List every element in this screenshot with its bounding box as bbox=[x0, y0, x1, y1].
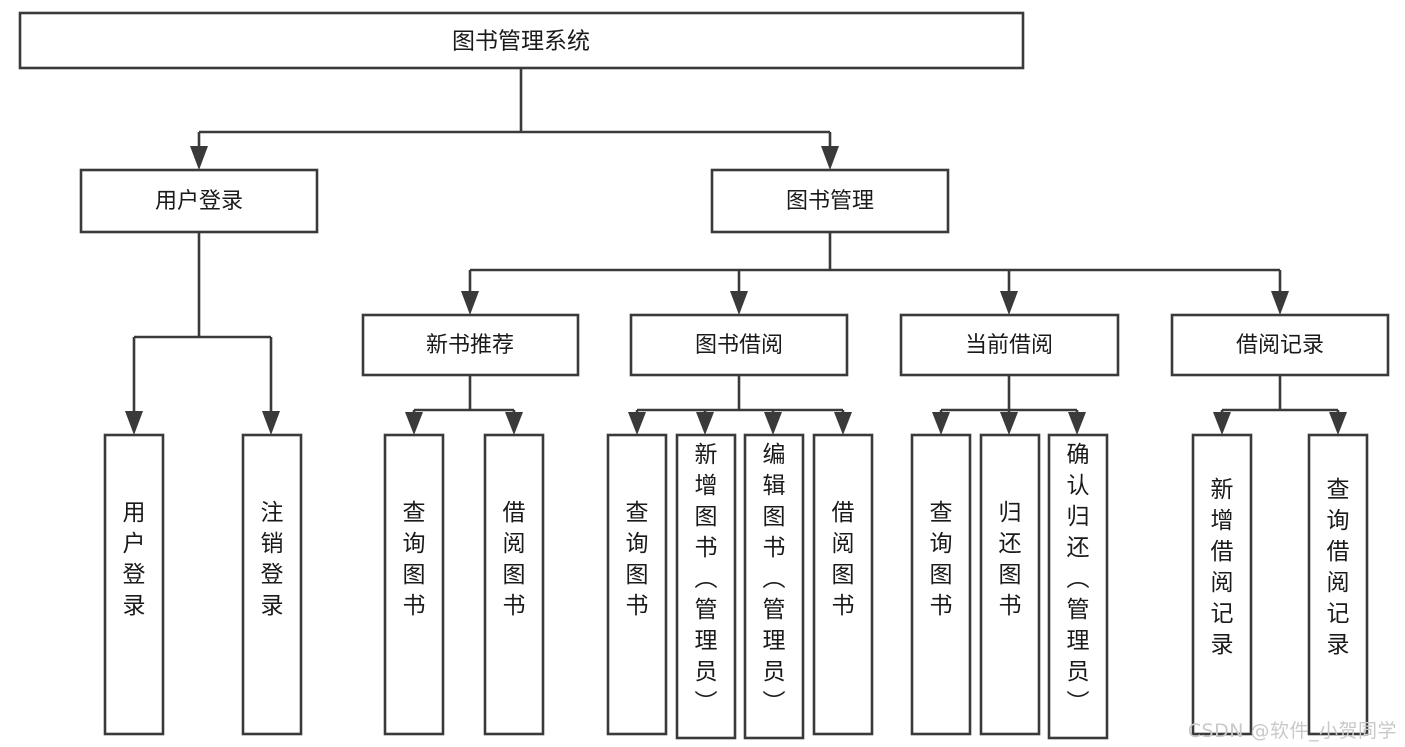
leaf-add-record-label: 新增借阅记录 bbox=[1211, 477, 1234, 658]
leaf-borrow-book-1[interactable]: 借阅图书 bbox=[483, 433, 545, 736]
node-book-borrow-box[interactable] bbox=[629, 313, 849, 377]
node-user-login-label: 用户登录 bbox=[155, 189, 243, 214]
leaf-query-book-2-box[interactable] bbox=[606, 433, 668, 736]
leaf-query-book-1-label: 查询图书 bbox=[403, 500, 426, 619]
connector-bookborrow-to-leaves bbox=[628, 375, 852, 435]
leaf-query-record-box[interactable] bbox=[1307, 433, 1369, 736]
connector-userlogin-to-leaves bbox=[125, 232, 280, 435]
node-root[interactable]: 图书管理系统 bbox=[18, 11, 1025, 70]
leaf-borrow-book-2-label: 借阅图书 bbox=[832, 500, 855, 619]
leaf-query-book-2-label: 查询图书 bbox=[626, 500, 649, 619]
leaf-edit-book-box[interactable] bbox=[743, 433, 805, 740]
leaf-confirm-return-label: 确认归还︵管理员︶ bbox=[1067, 442, 1090, 716]
leaf-query-record[interactable]: 查询借阅记录 bbox=[1307, 433, 1369, 736]
leaf-borrow-book-1-box[interactable] bbox=[483, 433, 545, 736]
connector-currentborrow-to-leaves bbox=[932, 375, 1086, 435]
leaf-logout-login[interactable]: 注销登录 bbox=[241, 433, 303, 736]
node-root-label: 图书管理系统 bbox=[452, 29, 590, 55]
connector-bookmanage-to-level3 bbox=[461, 232, 1289, 315]
connector-root-to-level2 bbox=[190, 68, 839, 170]
leaf-user-login[interactable]: 用户登录 bbox=[103, 433, 165, 736]
leaf-add-record-box[interactable] bbox=[1191, 433, 1253, 736]
leaf-query-book-1-box[interactable] bbox=[383, 433, 445, 736]
leaf-user-login-label: 用户登录 bbox=[123, 500, 146, 619]
leaf-query-book-2[interactable]: 查询图书 bbox=[606, 433, 668, 736]
leaf-add-book-box[interactable] bbox=[675, 433, 737, 740]
node-borrow-record[interactable]: 借阅记录 bbox=[1170, 313, 1390, 377]
leaf-query-book-1[interactable]: 查询图书 bbox=[383, 433, 445, 736]
leaf-add-record[interactable]: 新增借阅记录 bbox=[1191, 433, 1253, 736]
leaf-add-book-label: 新增图书︵管理员︶ bbox=[695, 442, 718, 716]
leaf-logout-login-box[interactable] bbox=[241, 433, 303, 736]
node-book-manage-label: 图书管理 bbox=[786, 189, 874, 214]
leaf-query-book-3-box[interactable] bbox=[910, 433, 972, 736]
leaf-borrow-book-2-box[interactable] bbox=[812, 433, 874, 736]
leaf-borrow-book-2[interactable]: 借阅图书 bbox=[812, 433, 874, 736]
leaf-edit-book[interactable]: 编辑图书︵管理员︶ bbox=[743, 433, 805, 740]
connector-borrowrecord-to-leaves bbox=[1213, 375, 1347, 435]
leaf-logout-login-label: 注销登录 bbox=[261, 500, 284, 619]
node-user-login-box[interactable] bbox=[79, 168, 319, 234]
node-book-borrow[interactable]: 图书借阅 bbox=[629, 313, 849, 377]
leaf-query-book-3-label: 查询图书 bbox=[930, 500, 953, 619]
node-new-book-recommend-label: 新书推荐 bbox=[426, 333, 514, 358]
node-book-manage-box[interactable] bbox=[710, 168, 950, 234]
leaf-query-book-3[interactable]: 查询图书 bbox=[910, 433, 972, 736]
leaf-borrow-book-1-label: 借阅图书 bbox=[503, 500, 526, 619]
node-book-manage[interactable]: 图书管理 bbox=[710, 168, 950, 234]
leaf-return-book-box[interactable] bbox=[979, 433, 1041, 736]
leaf-return-book-label: 归还图书 bbox=[999, 500, 1022, 619]
leaf-confirm-return-box[interactable] bbox=[1047, 433, 1109, 740]
node-borrow-record-box[interactable] bbox=[1170, 313, 1390, 377]
leaf-edit-book-label: 编辑图书︵管理员︶ bbox=[763, 442, 786, 716]
node-book-borrow-label: 图书借阅 bbox=[695, 333, 783, 358]
node-borrow-record-label: 借阅记录 bbox=[1236, 333, 1324, 358]
leaf-return-book[interactable]: 归还图书 bbox=[979, 433, 1041, 736]
node-root-box[interactable] bbox=[18, 11, 1025, 70]
node-current-borrow[interactable]: 当前借阅 bbox=[899, 313, 1120, 377]
node-user-login[interactable]: 用户登录 bbox=[79, 168, 319, 234]
connector-newbook-to-leaves bbox=[405, 375, 523, 435]
node-new-book-recommend-box[interactable] bbox=[361, 313, 580, 377]
leaf-user-login-box[interactable] bbox=[103, 433, 165, 736]
leaf-add-book[interactable]: 新增图书︵管理员︶ bbox=[675, 433, 737, 740]
node-current-borrow-label: 当前借阅 bbox=[965, 333, 1053, 358]
node-current-borrow-box[interactable] bbox=[899, 313, 1120, 377]
leaf-query-record-label: 查询借阅记录 bbox=[1327, 477, 1350, 658]
leaf-confirm-return[interactable]: 确认归还︵管理员︶ bbox=[1047, 433, 1109, 740]
node-new-book-recommend[interactable]: 新书推荐 bbox=[361, 313, 580, 377]
